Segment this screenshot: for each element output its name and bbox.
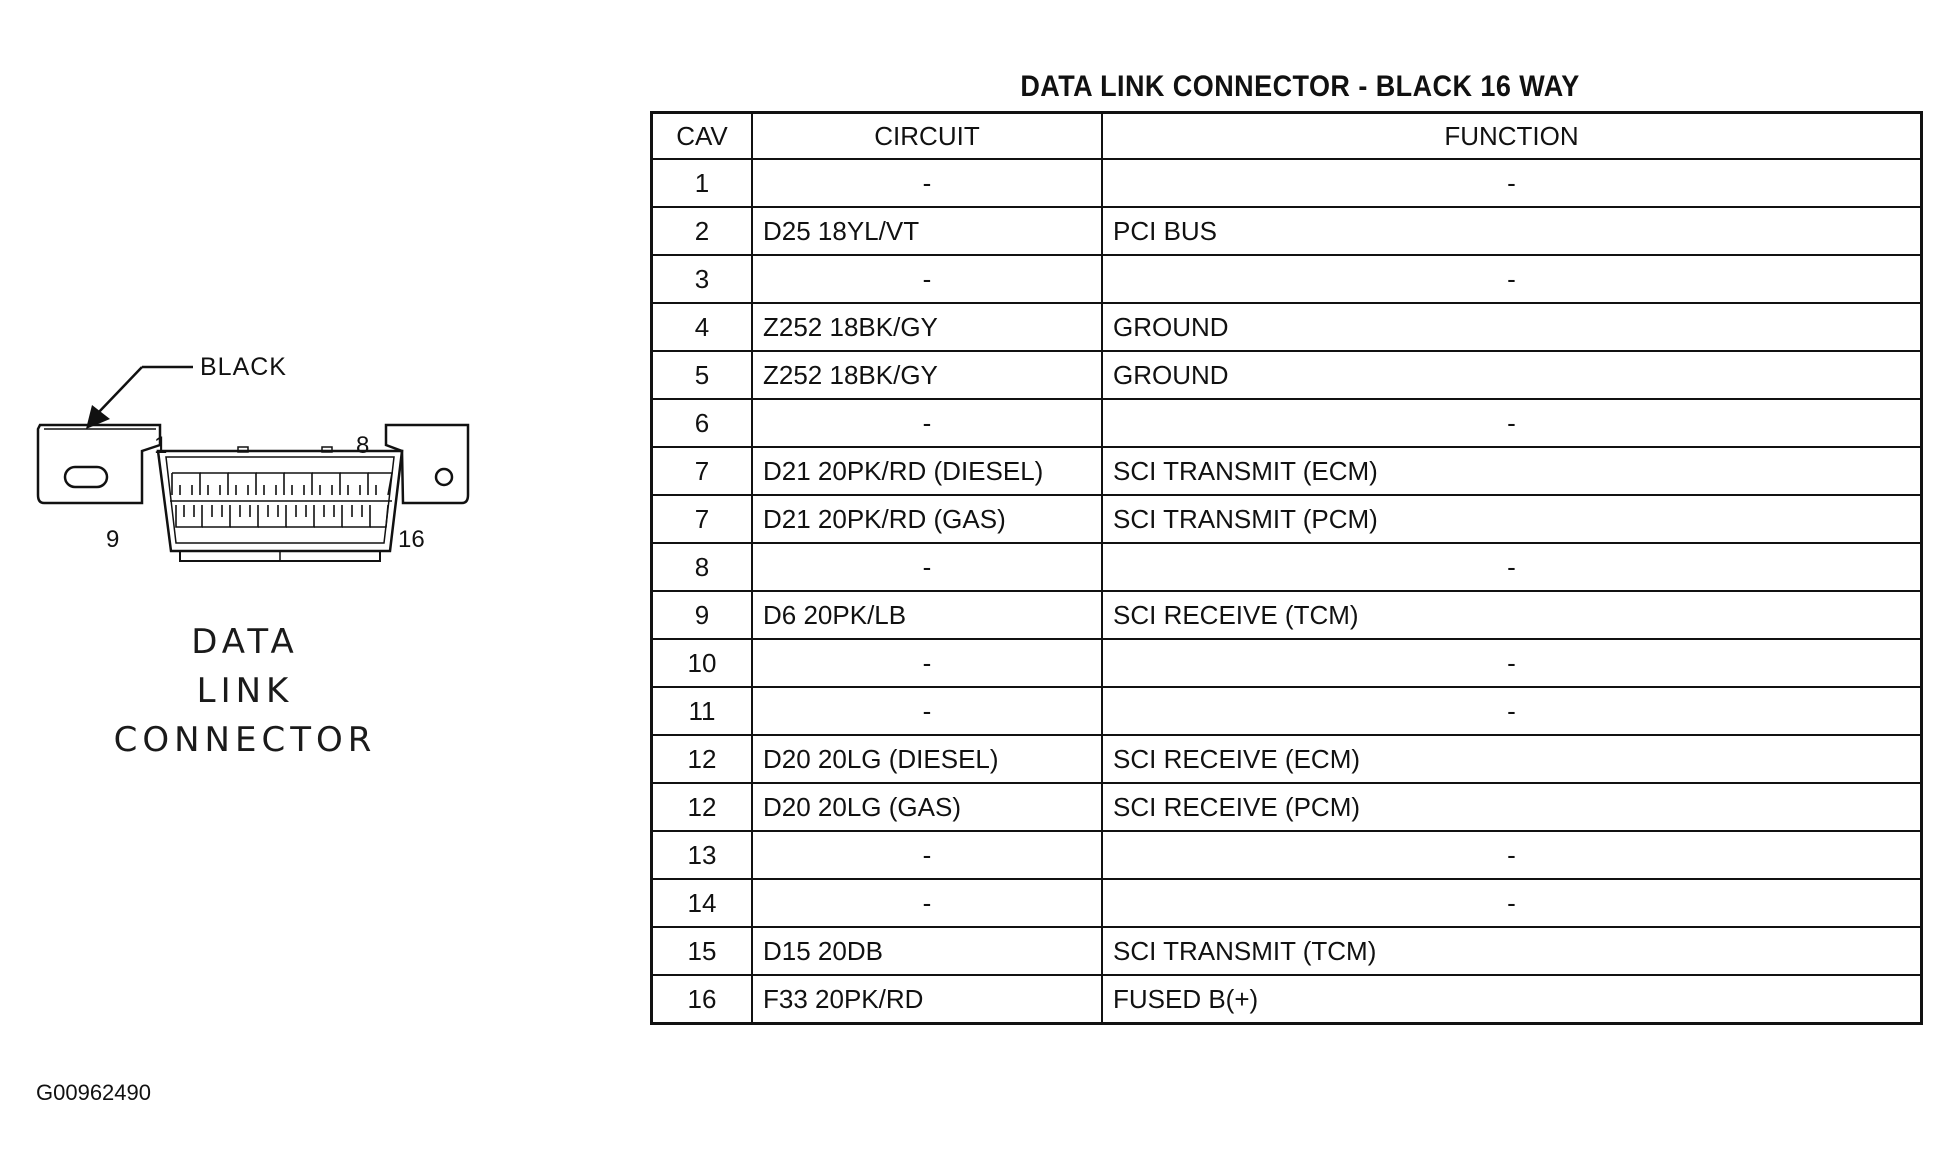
cell-circuit: -	[751, 398, 1103, 448]
connector-body	[36, 423, 470, 562]
cell-cav: 1	[650, 158, 753, 208]
cell-function: PCI BUS	[1101, 206, 1923, 256]
cell-circuit: D6 20PK/LB	[751, 590, 1103, 640]
cell-cav: 7	[650, 446, 753, 496]
cell-circuit: -	[751, 542, 1103, 592]
cell-cav: 3	[650, 254, 753, 304]
pointer-label: BLACK	[200, 355, 287, 381]
cell-cav: 12	[650, 734, 753, 784]
cell-circuit: Z252 18BK/GY	[751, 350, 1103, 400]
pin-label-16: 16	[398, 526, 425, 553]
cell-cav: 12	[650, 782, 753, 832]
caption-line-3: CONNECTOR	[113, 720, 377, 760]
cell-function: SCI RECEIVE (TCM)	[1101, 590, 1923, 640]
cell-cav: 7	[650, 494, 753, 544]
cell-cav: 15	[650, 926, 753, 976]
cell-cav: 10	[650, 638, 753, 688]
table-row: 13--	[650, 830, 1923, 880]
cell-function: -	[1101, 254, 1923, 304]
cell-cav: 6	[650, 398, 753, 448]
cell-function: -	[1101, 542, 1923, 592]
cell-function: -	[1101, 686, 1923, 736]
cell-circuit: D21 20PK/RD (DIESEL)	[751, 446, 1103, 496]
cell-circuit: D25 18YL/VT	[751, 206, 1103, 256]
cell-function: SCI RECEIVE (ECM)	[1101, 734, 1923, 784]
cell-function: FUSED B(+)	[1101, 974, 1923, 1025]
cell-cav: 11	[650, 686, 753, 736]
table-row: 8--	[650, 542, 1923, 592]
cell-circuit: D20 20LG (GAS)	[751, 782, 1103, 832]
cell-circuit: -	[751, 638, 1103, 688]
figure-id: G00962490	[36, 1080, 151, 1105]
cell-circuit: -	[751, 686, 1103, 736]
cell-circuit: -	[751, 878, 1103, 928]
table-title: DATA LINK CONNECTOR - BLACK 16 WAY	[1020, 70, 1580, 103]
cell-function: SCI TRANSMIT (TCM)	[1101, 926, 1923, 976]
table-header-row: CAV CIRCUIT FUNCTION	[650, 111, 1923, 160]
table-row: 1--	[650, 158, 1923, 208]
cell-cav: 4	[650, 302, 753, 352]
cell-cav: 14	[650, 878, 753, 928]
cell-circuit: -	[751, 254, 1103, 304]
table-row: 11--	[650, 686, 1923, 736]
header-function: FUNCTION	[1101, 111, 1923, 160]
cell-function: -	[1101, 158, 1923, 208]
cell-function: -	[1101, 878, 1923, 928]
caption-line-1: DATA	[191, 622, 299, 662]
cell-circuit: -	[751, 830, 1103, 880]
pin-label-1: 1	[154, 432, 167, 459]
cell-function: -	[1101, 830, 1923, 880]
cell-function: SCI RECEIVE (PCM)	[1101, 782, 1923, 832]
cell-circuit: D21 20PK/RD (GAS)	[751, 494, 1103, 544]
pointer-arrow	[86, 365, 193, 429]
caption-line-2: LINK	[196, 671, 294, 711]
cell-function: -	[1101, 638, 1923, 688]
cell-cav: 16	[650, 974, 753, 1025]
cell-cav: 9	[650, 590, 753, 640]
cell-function: SCI TRANSMIT (ECM)	[1101, 446, 1923, 496]
cell-circuit: D15 20DB	[751, 926, 1103, 976]
cell-cav: 13	[650, 830, 753, 880]
pin-label-8: 8	[356, 432, 369, 459]
table-row: 14--	[650, 878, 1923, 928]
cell-circuit: -	[751, 158, 1103, 208]
data-link-connector-drawing: BLACK	[36, 355, 470, 562]
cell-cav: 2	[650, 206, 753, 256]
cell-cav: 5	[650, 350, 753, 400]
pin-label-9: 9	[106, 526, 119, 553]
cell-cav: 8	[650, 542, 753, 592]
cell-circuit: D20 20LG (DIESEL)	[751, 734, 1103, 784]
cell-function: SCI TRANSMIT (PCM)	[1101, 494, 1923, 544]
connector-caption: DATA LINK CONNECTOR	[80, 618, 410, 765]
table-row: 10--	[650, 638, 1923, 688]
header-circuit: CIRCUIT	[751, 111, 1103, 160]
header-cav: CAV	[650, 111, 753, 160]
cell-function: GROUND	[1101, 302, 1923, 352]
table-row: 6--	[650, 398, 1923, 448]
cell-function: GROUND	[1101, 350, 1923, 400]
table-row: 3--	[650, 254, 1923, 304]
cell-circuit: Z252 18BK/GY	[751, 302, 1103, 352]
cell-circuit: F33 20PK/RD	[751, 974, 1103, 1025]
cell-function: -	[1101, 398, 1923, 448]
